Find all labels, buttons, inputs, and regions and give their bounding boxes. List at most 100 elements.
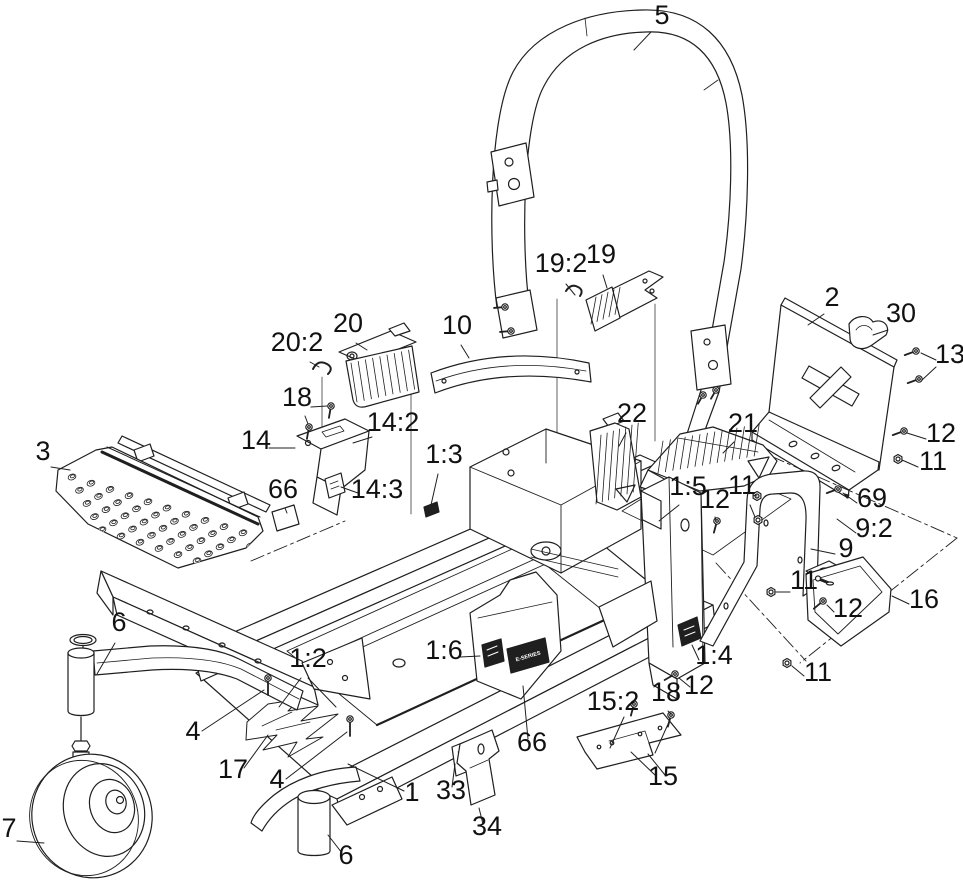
leader-line <box>459 655 481 658</box>
grille-20-hatch <box>393 352 401 393</box>
plate-hole-inner <box>252 577 257 581</box>
caster-assembly <box>29 633 304 879</box>
leader-line <box>565 283 576 296</box>
hinge-bolt-b <box>710 386 720 400</box>
leader-line <box>654 721 670 754</box>
grille-19-hatch <box>608 289 615 318</box>
part-number-label: 11 <box>728 470 756 500</box>
hinge-bolt-b-head <box>712 386 720 394</box>
part-number-label: 22 <box>617 398 647 428</box>
decal-1-6 <box>481 638 505 668</box>
plate-hole <box>261 568 270 576</box>
leader-line <box>921 366 937 381</box>
screw-12-a-head-inner <box>902 429 906 433</box>
nut-11-b2-hole <box>755 517 761 523</box>
grille-19-hatch <box>614 286 621 315</box>
clip-20-2 <box>312 361 332 375</box>
part-number-label: 12 <box>926 418 956 448</box>
leader-line <box>906 432 927 440</box>
plate-hole <box>181 510 191 518</box>
callout-3: 3 <box>35 436 71 471</box>
callout-12d: 12 <box>678 670 714 700</box>
screw-69-head-inner <box>836 487 840 491</box>
screw-13-b-head-inner <box>917 377 921 381</box>
callout-21: 21 <box>722 408 758 454</box>
grille-22-hatch <box>608 430 614 501</box>
grille-20-hatch <box>372 357 380 398</box>
plate-hole <box>196 537 206 544</box>
plate-hole-inner <box>233 570 238 574</box>
screw-18-c-head <box>667 711 675 719</box>
plate-hole-inner <box>96 493 102 498</box>
grille-21-hatch <box>739 426 745 460</box>
callout-11b: 11 <box>728 470 758 518</box>
plate-hole-inner <box>130 526 136 531</box>
decal-66-e-series <box>506 637 550 674</box>
part-number-label: 14:2 <box>367 407 420 437</box>
plate-hole-inner <box>141 519 147 524</box>
part-number-label: 1:3 <box>425 439 463 469</box>
plate-hole-inner <box>88 480 94 485</box>
plate-hole-inner <box>271 583 276 587</box>
rops-bolt-b-head-inner <box>509 329 513 333</box>
grille-20-hatch <box>350 362 358 403</box>
grille-22-hatch <box>620 426 627 497</box>
decal-1-3 <box>423 501 440 518</box>
plate-hole-inner <box>202 517 208 522</box>
caster-arm-6 <box>92 645 304 711</box>
plate-hole-inner <box>225 557 231 562</box>
leader-line <box>714 516 717 522</box>
plate-hole-inner <box>118 533 124 538</box>
screw-18-b <box>305 423 313 440</box>
leader-line <box>749 504 756 518</box>
screw-4-a-head-inner <box>266 676 270 680</box>
nut-11-a <box>893 453 903 465</box>
plate-hole-inner <box>179 531 185 536</box>
part-number-label: 18 <box>282 382 312 412</box>
part-number-label: 66 <box>268 474 298 504</box>
grille-21-hatch <box>709 431 716 465</box>
grille-22-hatch <box>626 424 633 495</box>
hook-30 <box>848 316 889 350</box>
screw-15-2-head-inner <box>632 702 636 706</box>
callout-17: 17 <box>218 734 269 784</box>
leader-line <box>327 834 343 854</box>
callout-20-2: 20:2 <box>271 327 323 368</box>
callout-10: 10 <box>442 310 472 359</box>
callout-11d: 11 <box>791 657 832 687</box>
grille-21-hatch <box>724 428 730 462</box>
screw-13-b <box>906 375 923 385</box>
callout-1-3: 1:3 <box>425 439 463 506</box>
plate-hole <box>86 479 96 487</box>
callout-1-2: 1:2 <box>278 643 337 708</box>
plate-hole <box>151 511 160 519</box>
grille-21-hatch <box>746 424 753 458</box>
part-number-label: 14 <box>241 425 271 455</box>
callout-4a: 4 <box>185 689 265 746</box>
grille-21-hatch <box>657 440 664 474</box>
grille-21-hatch <box>694 434 701 467</box>
screw-4-b <box>346 715 354 737</box>
caster-sleeve-6-front <box>297 796 331 857</box>
leader-line <box>891 595 910 605</box>
leader-line <box>647 753 666 776</box>
screw-18-b-head <box>305 423 313 431</box>
part-number-label: 18 <box>651 677 681 707</box>
nut-11-a-hex <box>893 453 903 465</box>
tower-pocket-1-5 <box>640 490 662 530</box>
leader-line <box>352 436 373 444</box>
leader-line <box>633 31 652 51</box>
plate-hole <box>242 562 251 568</box>
part-number-label: 12 <box>684 670 714 700</box>
leader-line <box>201 689 265 732</box>
callout-34: 34 <box>472 807 502 841</box>
screw-15-2-head <box>630 700 638 708</box>
callout-14: 14 <box>241 425 296 455</box>
screw-12-c-head <box>819 597 827 605</box>
callout-11c: 11 <box>775 565 818 595</box>
nut-11-d-hex <box>782 657 792 669</box>
plate-hole <box>170 517 179 525</box>
leader-line <box>309 361 320 368</box>
nut-11-b2-hex <box>753 514 763 526</box>
grille-19-hatch <box>590 296 597 325</box>
